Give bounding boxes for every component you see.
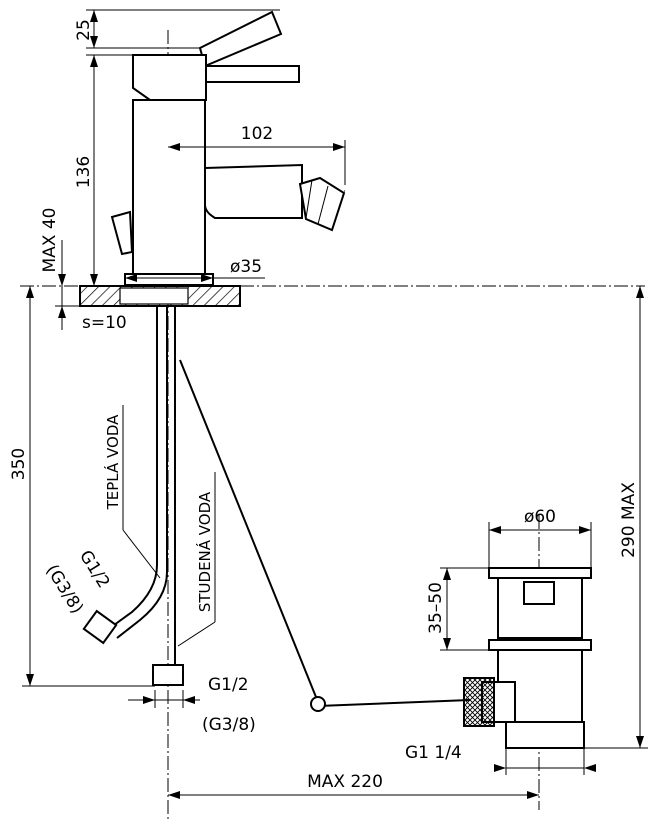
cartridge-head [132,54,207,101]
arrow [90,36,98,48]
arrow [636,736,644,748]
arrow [201,274,213,282]
arrow [584,764,596,772]
leader [177,621,216,647]
dim-waste-diameter: ø60 [524,507,556,527]
arrow [579,526,591,534]
dimension-lines [22,9,648,796]
aerator-edge [305,179,313,219]
arrow [527,791,539,799]
base-flange [124,273,214,286]
aerator-edge [317,185,329,225]
faucet-body [110,10,346,286]
supply-hoses [82,306,471,712]
arrow [58,306,66,318]
aerator-nut [298,176,346,232]
dim-waste-thread: G1 1/4 [405,743,462,763]
leader [122,529,161,579]
arrow [168,143,180,151]
arrow [333,143,345,151]
dim-deck-thickness: s=10 [82,313,127,333]
waste-outlet [505,721,585,749]
arrow [183,696,195,704]
waste-window [523,581,555,605]
spout [204,163,303,219]
arrow [26,674,34,686]
label-cold-water: STUDENÁ VODA [195,491,214,612]
arrow [90,10,98,22]
waste-assembly [463,567,592,749]
arrowheads [26,10,644,799]
arrow [90,55,98,67]
dim-base-diameter: ø35 [230,257,262,277]
arrow [494,764,506,772]
arrow [636,286,644,298]
dim-body-height: 136 [74,156,94,188]
arrow [443,568,451,580]
hot-connector [82,609,118,645]
dim-hot-thread: G1/2 [75,547,113,592]
arrow [26,286,34,298]
arrow [443,638,451,650]
pull-rod [179,359,319,703]
hot-hose-edge [116,306,168,639]
dim-max-deck: MAX 40 [40,208,60,273]
dim-cold-thread: G1/2 [208,675,249,695]
dim-waste-depth: 290 MAX [619,482,639,558]
arrow [90,274,98,286]
mounting-nut [119,287,189,305]
dim-lever-height: 25 [74,19,94,41]
body-column [132,99,206,276]
arrow [125,274,137,282]
dim-hose-length: 350 [9,448,29,480]
waste-lock-ring [488,639,592,651]
cold-connector [152,664,184,686]
arrow [143,696,155,704]
dim-hot-thread-alt: (G3/8) [42,561,87,617]
dim-pull-rod-reach: MAX 220 [307,772,383,792]
popup-knob [110,210,134,256]
waste-cap [488,567,592,579]
arrow [58,274,66,286]
arrow [168,791,180,799]
knurled-nut [463,677,495,727]
rod-joint [310,696,326,712]
pull-rod-link [317,699,471,707]
lever [198,10,283,68]
lever-handle [196,65,300,83]
hot-hose [109,306,158,629]
dim-waste-range: 35–50 [426,582,446,634]
label-hot-water: TEPLÁ VODA [103,414,122,511]
arrow [489,526,501,534]
dim-cold-thread-alt: (G3/8) [202,715,256,735]
dim-spout-reach: 102 [241,124,273,144]
